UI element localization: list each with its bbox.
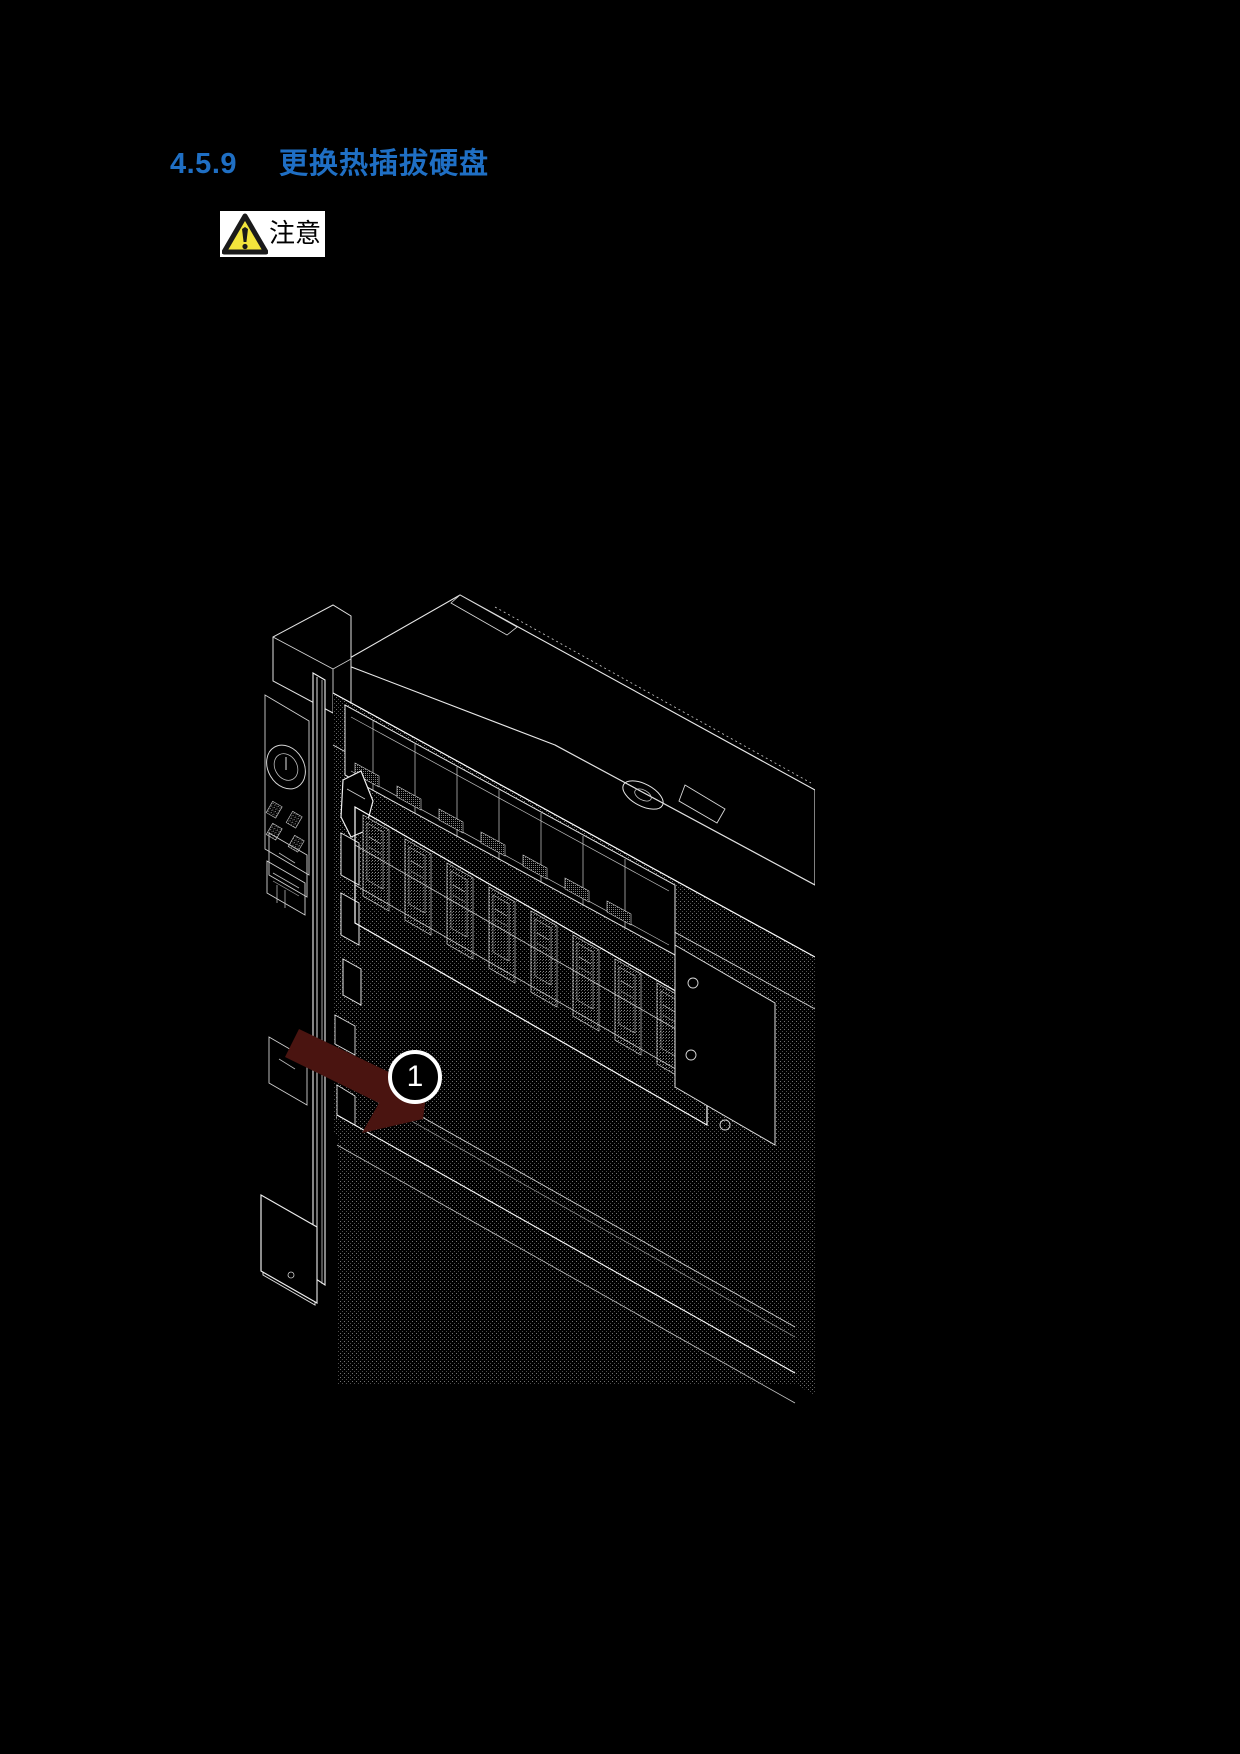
id-led-icon [287, 834, 305, 853]
caution-notice: 注意 [220, 211, 326, 257]
server-chassis-illustration [255, 585, 815, 1405]
drive-bay-row-upper [344, 704, 676, 956]
illustration-svg [260, 594, 815, 1404]
drive-latch-lever [334, 770, 374, 1131]
page-title: 4.5.9 更换热插拔硬盘 [170, 140, 489, 182]
front-control-panel [264, 694, 310, 916]
bottom-mounting-tab [260, 1194, 318, 1304]
network-led-icon [285, 810, 303, 829]
right-bezel-vent [622, 780, 776, 1146]
chassis-lower-body [337, 1115, 795, 1385]
callout-marker-1: 1 [388, 1050, 442, 1104]
power-button-icon [266, 744, 306, 790]
section-number: 4.5.9 [170, 148, 237, 180]
asset-tag-plate [266, 860, 306, 916]
warning-triangle-icon [222, 213, 268, 255]
section-title-text: 更换热插拔硬盘 [279, 146, 490, 180]
caution-label: 注意 [269, 219, 322, 249]
left-rail [312, 672, 326, 1287]
drive-cage-outline [354, 805, 708, 1127]
callout-number: 1 [406, 1060, 424, 1093]
chassis-top-cover [339, 594, 815, 886]
status-led-icon [265, 800, 283, 819]
alarm-led-icon [265, 822, 283, 841]
insertion-direction-arrow [285, 1029, 431, 1133]
